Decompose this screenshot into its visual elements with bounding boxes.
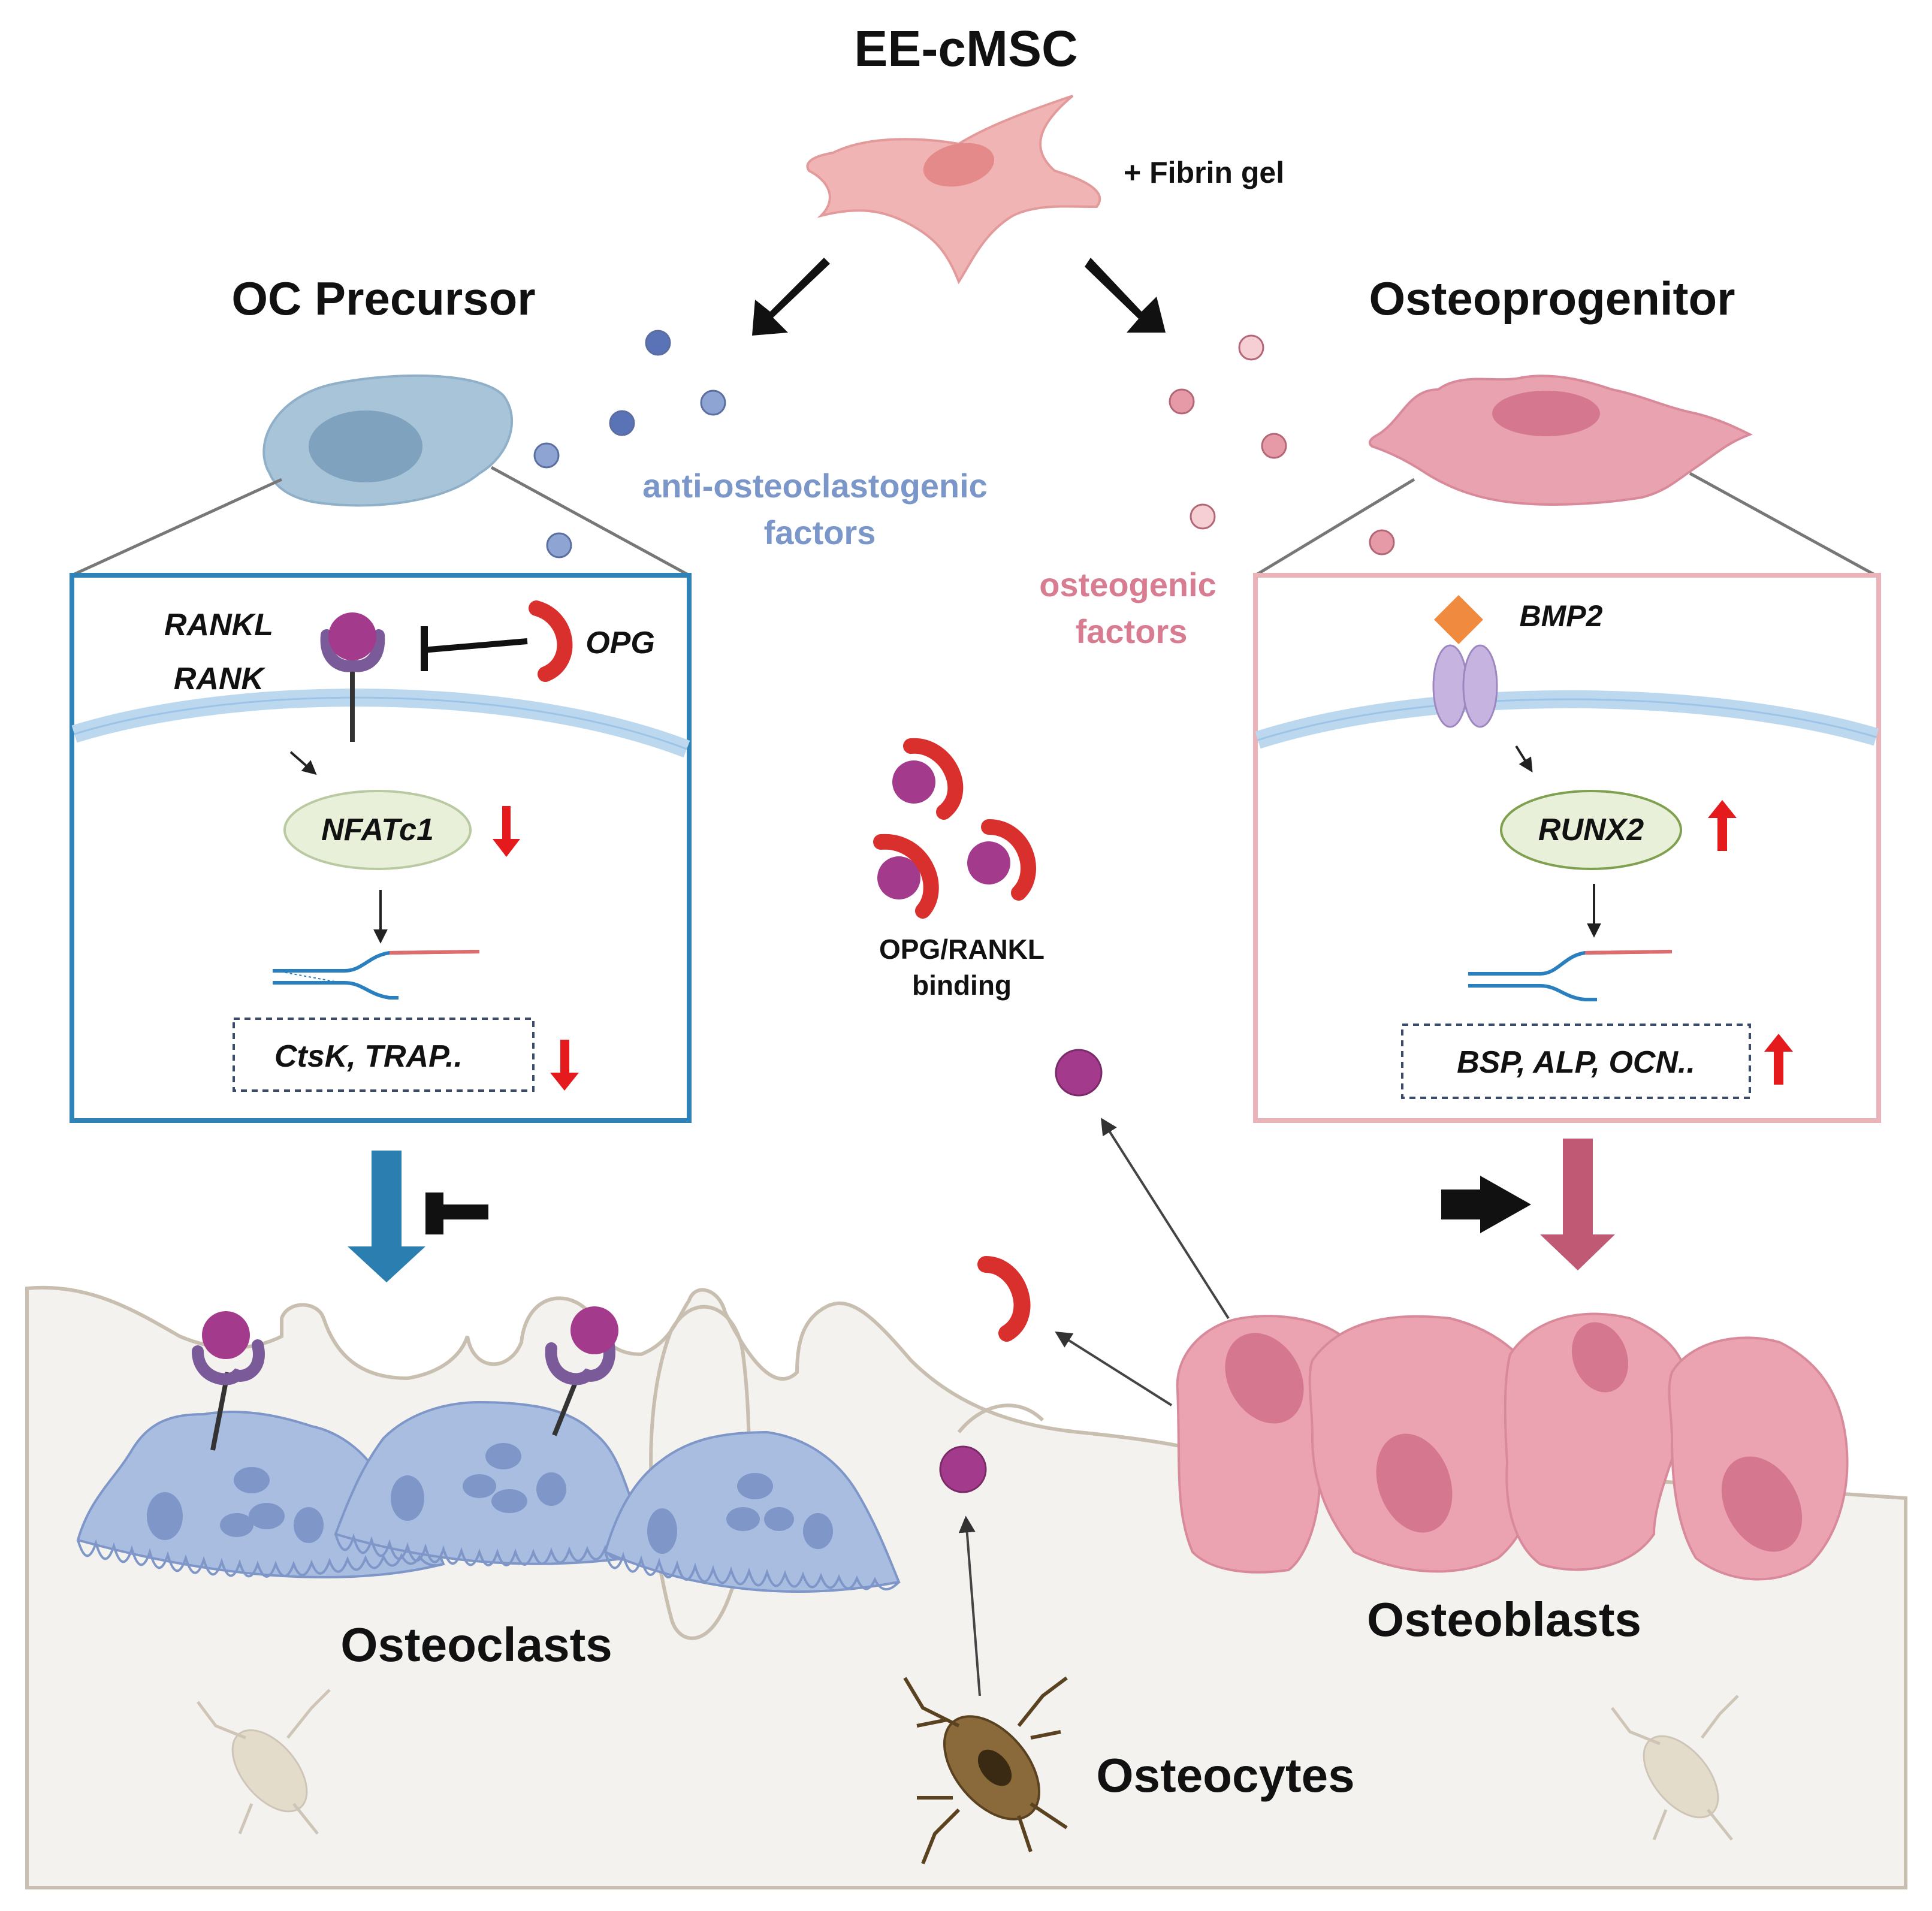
arrow-to-oc-precursor xyxy=(752,258,830,336)
osteoclasts-label: Osteoclasts xyxy=(340,1618,612,1671)
oc-inhibition-symbol xyxy=(425,1193,488,1234)
ob-to-opg-arrow xyxy=(1055,1332,1173,1406)
osteogenic-dots xyxy=(1169,334,1395,556)
anti-osteoclastogenic-dots xyxy=(533,330,726,558)
free-opg xyxy=(977,1256,1031,1342)
nfatc1-node xyxy=(283,790,472,870)
ee-cmsc-nucleus xyxy=(923,143,995,187)
opg-protein xyxy=(529,600,573,682)
zoom-line xyxy=(490,466,690,577)
dna-strand-left xyxy=(273,950,480,1000)
dna-strand-right xyxy=(1468,950,1673,1001)
rankl-label: RANKL xyxy=(164,608,273,642)
osteocyte-center xyxy=(903,1676,1068,1865)
rank-receptor xyxy=(320,629,385,672)
free-rankl xyxy=(1055,1049,1103,1097)
ob-differentiation-arrow xyxy=(1540,1139,1615,1270)
zoom-line xyxy=(71,478,283,577)
bmp-receptor-left xyxy=(1432,644,1468,728)
osteoprogenitor-heading: Osteoprogenitor xyxy=(1369,272,1735,325)
anti-factors-label-2: factors xyxy=(764,514,876,551)
ob-to-rankl-arrow xyxy=(1100,1118,1230,1320)
opg-label: OPG xyxy=(585,626,655,660)
osteocyte-to-rankl-arrow xyxy=(958,1515,981,1696)
osteoclast-cell xyxy=(603,1430,901,1593)
oc-precursor-heading: OC Precursor xyxy=(231,272,535,325)
anti-factors-label-1: anti-osteoclastogenic xyxy=(642,467,988,505)
osteoclast-cell xyxy=(334,1400,668,1566)
runx2-node xyxy=(1500,790,1682,870)
osteoblast-cell xyxy=(1668,1336,1849,1581)
oc-differentiation-arrow xyxy=(348,1151,425,1282)
ob-genes-box xyxy=(1401,1024,1751,1099)
fibrin-label: + Fibrin gel xyxy=(1124,156,1284,189)
osteoclast-rank-receptor xyxy=(192,1311,265,1451)
osteoprogenitor-nucleus xyxy=(1492,391,1600,436)
ob-genes-label: BSP, ALP, OCN.. xyxy=(1457,1045,1695,1080)
osteocyte-faded-right xyxy=(1611,1695,1739,1841)
runx2-label: RUNX2 xyxy=(1538,813,1644,847)
bmp2-label: BMP2 xyxy=(1520,599,1603,633)
bone-loop xyxy=(649,1305,751,1640)
rankl-ligand xyxy=(328,612,376,660)
osteoclast-rank-receptor xyxy=(545,1306,618,1436)
bmp2-ligand xyxy=(1433,594,1484,645)
osteocytes-label: Osteocytes xyxy=(1096,1749,1354,1802)
osteoblast-cell xyxy=(1176,1315,1347,1574)
arrow-to-osteoprogenitor xyxy=(1085,258,1166,333)
bmp-signal-arrow xyxy=(1515,745,1533,773)
ob-promote-arrow xyxy=(1441,1176,1531,1233)
nfatc1-down-arrow xyxy=(493,806,520,857)
binding-label-1: OPG/RANKL xyxy=(879,934,1045,965)
osteoblast-cell xyxy=(1308,1315,1548,1573)
signal-arrow xyxy=(289,751,317,775)
bone-loop-2 xyxy=(957,1403,1045,1433)
zoom-line xyxy=(1254,478,1415,577)
free-rankl-osteocyte xyxy=(939,1445,987,1493)
runx2-up-arrow xyxy=(1708,800,1737,851)
ee-cmsc-cell xyxy=(806,95,1101,285)
osteo-factors-label-2: factors xyxy=(1076,612,1188,650)
title-label: EE-cMSC xyxy=(854,20,1077,77)
ob-genes-up-arrow xyxy=(1764,1034,1793,1085)
osteocyte-faded-left xyxy=(197,1689,331,1835)
bmp-receptor-right xyxy=(1462,644,1498,728)
osteoblasts-label: Osteoblasts xyxy=(1367,1593,1641,1646)
nfatc1-label: NFATc1 xyxy=(321,813,434,847)
osteo-factors-label-1: osteogenic xyxy=(1039,566,1216,603)
oc-genes-down-arrow xyxy=(550,1040,579,1091)
opg-inhibition-line xyxy=(422,638,528,653)
osteoprogenitor-cell xyxy=(1368,375,1753,506)
zoom-line xyxy=(1689,472,1877,577)
oc-precursor-nucleus xyxy=(309,410,422,482)
oc-genes-box xyxy=(233,1018,535,1092)
binding-label-2: binding xyxy=(912,970,1012,1001)
oc-genes-label: CtsK, TRAP.. xyxy=(274,1039,463,1074)
opg-rankl-complexes xyxy=(873,738,1036,919)
osteoblast-cell xyxy=(1504,1312,1692,1571)
rank-label: RANK xyxy=(174,662,266,696)
